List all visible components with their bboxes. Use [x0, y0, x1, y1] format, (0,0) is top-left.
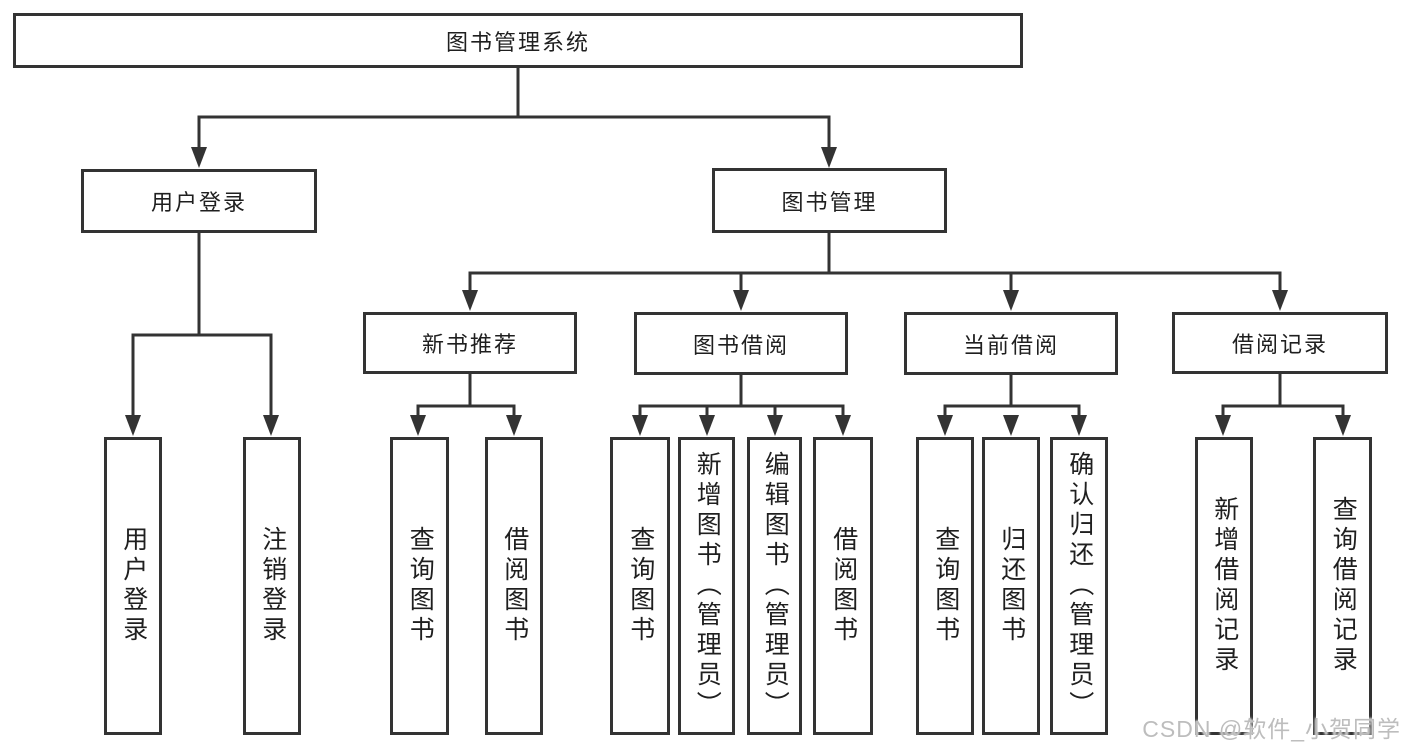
- arrowhead-icon: [632, 415, 648, 436]
- arrowhead-icon: [1071, 415, 1087, 436]
- node-leaf-add-book-admin: 新增图书（管理员）: [678, 437, 735, 735]
- node-leaf-query-books-current: 查询图书: [916, 437, 974, 735]
- arrowhead-icon: [1003, 415, 1019, 436]
- node-leaf-add-borrow-record-label: 新增借阅记录: [1210, 496, 1239, 676]
- node-leaf-logout: 注销登录: [243, 437, 301, 735]
- node-borrowing-records-label: 借阅记录: [1231, 332, 1328, 357]
- arrowhead-icon: [191, 147, 207, 168]
- node-system-root-label: 图书管理系统: [445, 29, 590, 55]
- arrowhead-icon: [699, 415, 715, 436]
- node-leaf-query-books-current-label: 查询图书: [931, 526, 960, 646]
- node-leaf-edit-book-admin-label: 编辑图书（管理员）: [761, 451, 790, 721]
- node-leaf-borrow-books-borrowing: 借阅图书: [813, 437, 873, 735]
- node-user-login: 用户登录: [81, 169, 317, 233]
- node-current-borrowing: 当前借阅: [904, 312, 1118, 375]
- node-leaf-confirm-return-admin: 确认归还（管理员）: [1050, 437, 1108, 735]
- node-leaf-query-borrow-record: 查询借阅记录: [1313, 437, 1372, 735]
- arrowhead-icon: [767, 415, 783, 436]
- node-leaf-edit-book-admin: 编辑图书（管理员）: [747, 437, 802, 735]
- node-current-borrowing-label: 当前借阅: [962, 332, 1059, 358]
- node-book-borrowing: 图书借阅: [634, 312, 848, 375]
- arrowhead-icon: [733, 290, 749, 311]
- node-leaf-query-books-recommend: 查询图书: [390, 437, 449, 735]
- arrowhead-icon: [506, 415, 522, 436]
- node-leaf-borrow-books-recommend-label: 借阅图书: [500, 526, 529, 646]
- node-leaf-return-book-label: 归还图书: [997, 526, 1026, 646]
- node-leaf-query-books-borrowing-label: 查询图书: [626, 526, 655, 646]
- node-leaf-add-book-admin-label: 新增图书（管理员）: [693, 451, 722, 721]
- node-new-book-recommend-label: 新书推荐: [421, 332, 518, 357]
- node-leaf-borrow-books-recommend: 借阅图书: [485, 437, 543, 735]
- node-system-root: 图书管理系统: [13, 13, 1023, 68]
- node-user-login-label: 用户登录: [150, 190, 247, 215]
- arrowhead-icon: [410, 415, 426, 436]
- arrowhead-icon: [1215, 415, 1231, 436]
- arrowhead-icon: [462, 290, 478, 311]
- arrowhead-icon: [835, 415, 851, 436]
- node-leaf-logout-label: 注销登录: [258, 526, 287, 646]
- arrowhead-icon: [821, 147, 837, 168]
- arrowhead-icon: [125, 415, 141, 436]
- node-borrowing-records: 借阅记录: [1172, 312, 1388, 374]
- node-leaf-return-book: 归还图书: [982, 437, 1040, 735]
- arrowhead-icon: [1335, 415, 1351, 436]
- node-leaf-query-books-recommend-label: 查询图书: [406, 526, 435, 646]
- node-book-management-label: 图书管理: [781, 189, 878, 215]
- node-book-management: 图书管理: [712, 168, 947, 233]
- arrowhead-icon: [937, 415, 953, 436]
- arrowhead-icon: [1003, 290, 1019, 311]
- node-leaf-add-borrow-record: 新增借阅记录: [1195, 437, 1253, 735]
- node-leaf-query-borrow-record-label: 查询借阅记录: [1329, 496, 1358, 676]
- node-leaf-query-books-borrowing: 查询图书: [610, 437, 670, 735]
- node-leaf-user-login-label: 用户登录: [119, 526, 148, 646]
- node-leaf-confirm-return-admin-label: 确认归还（管理员）: [1065, 451, 1094, 721]
- node-book-borrowing-label: 图书借阅: [692, 332, 789, 358]
- arrowhead-icon: [1272, 290, 1288, 311]
- watermark: CSDN @软件_小贺同学: [1142, 716, 1401, 742]
- node-new-book-recommend: 新书推荐: [363, 312, 577, 374]
- node-leaf-borrow-books-borrowing-label: 借阅图书: [829, 526, 858, 646]
- node-leaf-user-login: 用户登录: [104, 437, 162, 735]
- arrowhead-icon: [263, 415, 279, 436]
